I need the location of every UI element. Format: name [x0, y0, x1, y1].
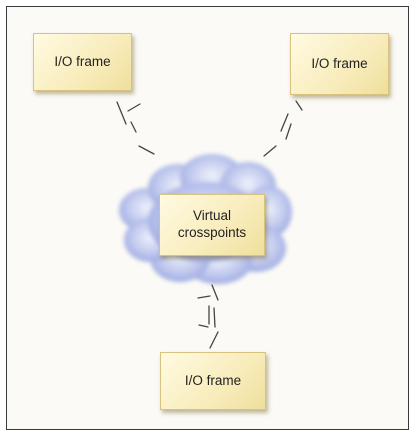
virtual-crosspoints-box: Virtual crosspoints [159, 194, 265, 256]
connector-top-right [263, 100, 303, 157]
virtual-crosspoints-label: Virtual crosspoints [177, 208, 247, 240]
io-frame-label: I/O frame [54, 53, 111, 69]
connector-top-left [116, 101, 155, 155]
io-frame-label: I/O frame [311, 55, 368, 71]
connector-bottom [197, 284, 219, 349]
io-frame-top-right: I/O frame [290, 33, 389, 95]
io-frame-label: I/O frame [184, 372, 242, 388]
io-frame-bottom: I/O frame [160, 352, 266, 410]
io-frame-top-left: I/O frame [33, 33, 132, 91]
